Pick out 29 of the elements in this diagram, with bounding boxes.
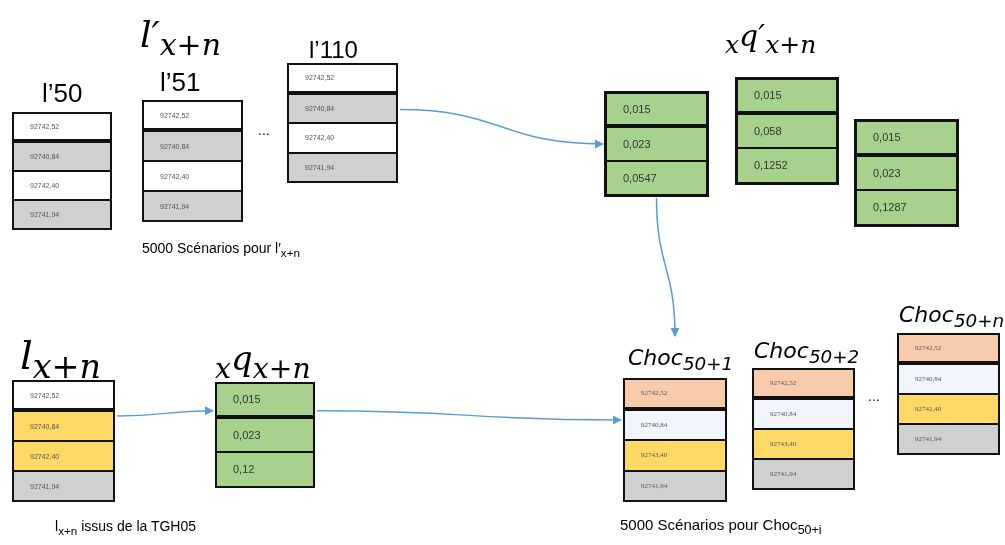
group-heading: $_{x}$q′$_{x+n}$ <box>725 18 817 59</box>
value-cell: 0,015 <box>215 382 315 419</box>
column-heading: Choc$_{50+1}$ <box>628 344 734 377</box>
column-heading: l’51 <box>160 66 201 99</box>
value-cell: 0,015 <box>855 120 958 157</box>
caption: 5000 Scénarios pour Choc$_{50+i}$ <box>620 516 822 537</box>
ellipsis: ... <box>258 122 270 138</box>
value-cell: 0,023 <box>215 418 315 453</box>
column-heading: l’50 <box>42 77 83 110</box>
value-cell: 0,0547 <box>605 162 708 196</box>
caption: l$_{x+n}$ issus de la TGH05 <box>55 518 197 537</box>
value-cell: 0,12 <box>215 453 315 488</box>
value-cell: 0,023 <box>855 156 958 191</box>
column-heading: Choc$_{50+2}$ <box>754 337 860 370</box>
ellipsis: ... <box>868 388 880 404</box>
value-cell: 0,058 <box>736 114 838 149</box>
arrow <box>399 108 604 149</box>
value-cell: 0,015 <box>605 92 708 128</box>
arrow <box>655 197 680 337</box>
caption: 5000 Scénarios pour l′$_{x+n}$ <box>142 240 300 259</box>
value-cell: 0,1252 <box>736 149 838 184</box>
column-heading: Choc$_{50+n}$ <box>899 301 1005 334</box>
value-cell: 0,023 <box>605 128 708 162</box>
value-cell: 0,1287 <box>855 191 958 226</box>
arrow <box>316 410 622 425</box>
value-cell: 0,015 <box>736 78 838 115</box>
column-heading: l’110 <box>309 36 358 63</box>
group-heading: l′$_{x+n}$ <box>140 14 222 63</box>
arrow <box>116 406 214 417</box>
